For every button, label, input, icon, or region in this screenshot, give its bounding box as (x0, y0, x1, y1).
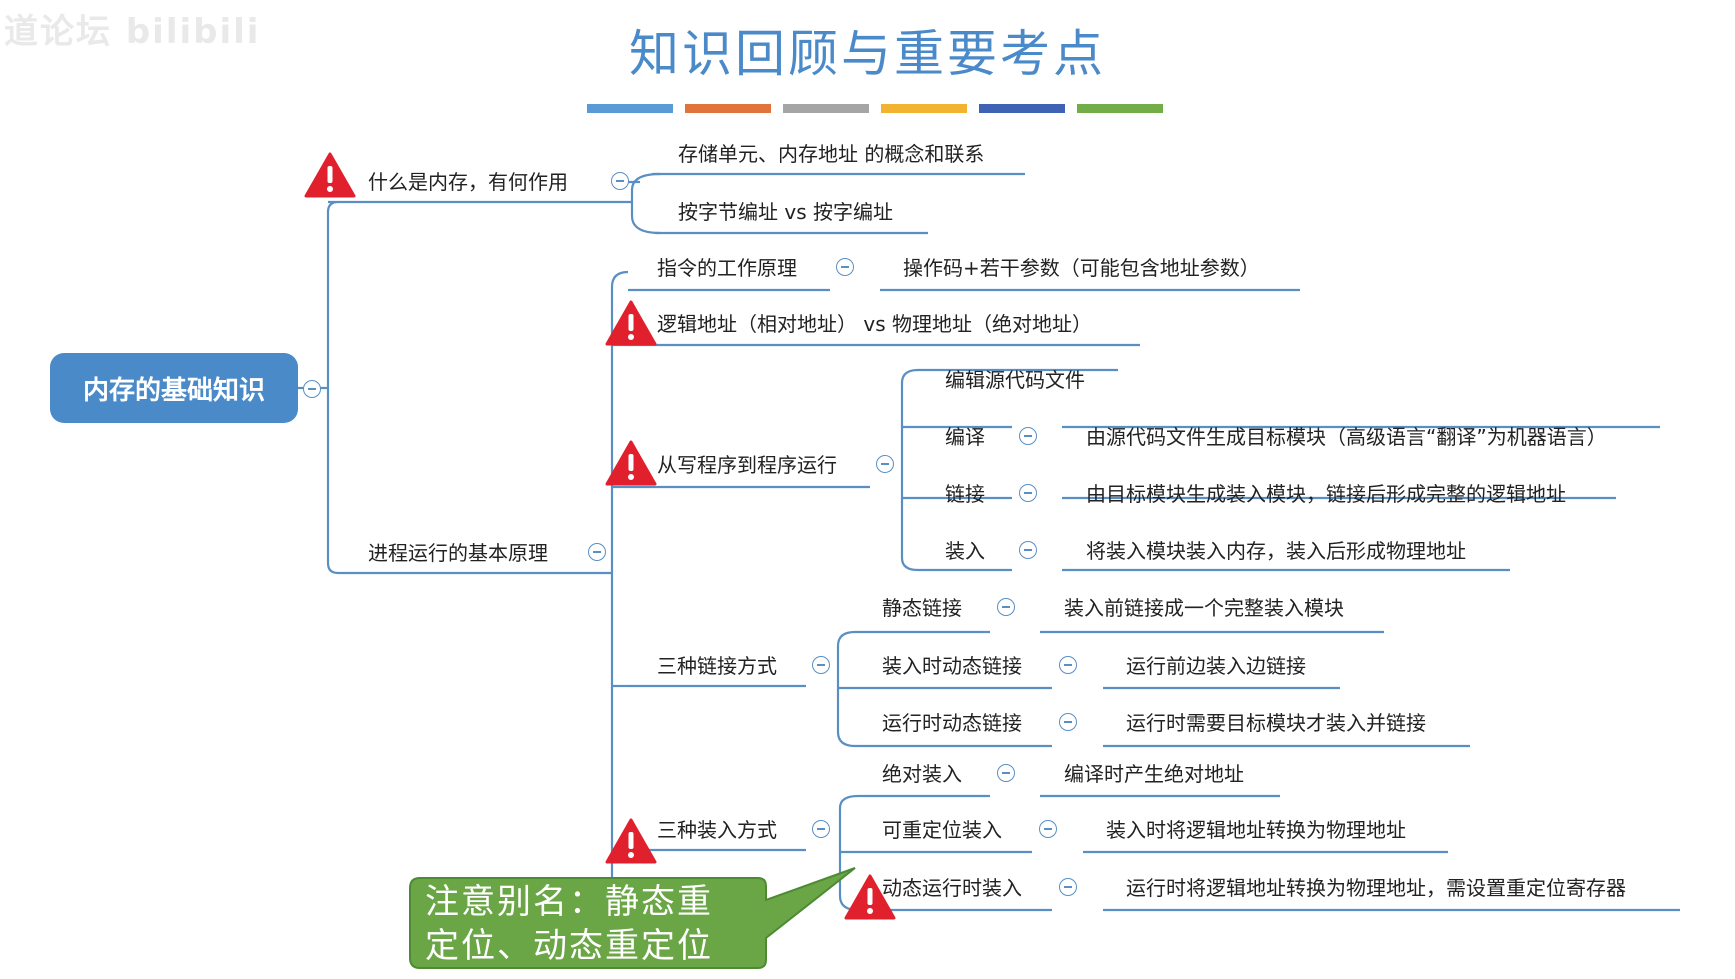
warning-icon (844, 874, 896, 920)
leaf-run-time-link-detail[interactable]: 运行时需要目标模块才装入并链接 (1126, 711, 1426, 735)
node-absolute-load[interactable]: 绝对装入 (882, 762, 962, 786)
leaf-byte-vs-word-addressing[interactable]: 按字节编址 vs 按字编址 (678, 200, 893, 224)
leaf-load-time-link-detail[interactable]: 运行前边装入边链接 (1126, 654, 1306, 678)
page-title: 知识回顾与重要考点 (629, 25, 1106, 83)
collapse-icon[interactable] (1019, 427, 1037, 445)
node-logical-vs-physical[interactable]: 逻辑地址（相对地址） vs 物理地址（绝对地址） (657, 312, 1092, 336)
collapse-icon[interactable] (812, 820, 830, 838)
branch-what-is-memory[interactable]: 什么是内存，有何作用 (368, 170, 568, 194)
node-program-to-run[interactable]: 从写程序到程序运行 (657, 453, 837, 477)
collapse-icon[interactable] (611, 172, 629, 190)
node-load[interactable]: 装入 (945, 539, 985, 563)
collapse-icon[interactable] (812, 656, 830, 674)
leaf-edit-source[interactable]: 编辑源代码文件 (945, 368, 1085, 392)
node-run-time-dynamic-link[interactable]: 运行时动态链接 (882, 711, 1022, 735)
node-dynamic-runtime-load[interactable]: 动态运行时装入 (882, 876, 1022, 900)
warning-icon (605, 440, 657, 486)
warning-icon (304, 152, 356, 198)
leaf-instruction-detail[interactable]: 操作码+若干参数（可能包含地址参数） (903, 256, 1260, 280)
collapse-icon[interactable] (1039, 820, 1057, 838)
collapse-icon[interactable] (997, 598, 1015, 616)
color-bar-2 (685, 104, 771, 113)
leaf-absolute-load-detail[interactable]: 编译时产生绝对地址 (1064, 762, 1244, 786)
collapse-icon[interactable] (303, 380, 321, 398)
leaf-compile-detail[interactable]: 由源代码文件生成目标模块（高级语言“翻译”为机器语言） (1086, 425, 1607, 449)
color-bar-5 (979, 104, 1065, 113)
callout-line-1: 注意别名：静态重 (425, 882, 713, 922)
node-relocatable-load[interactable]: 可重定位装入 (882, 818, 1002, 842)
leaf-static-link-detail[interactable]: 装入前链接成一个完整装入模块 (1064, 596, 1344, 620)
collapse-icon[interactable] (876, 455, 894, 473)
leaf-load-detail[interactable]: 将装入模块装入内存，装入后形成物理地址 (1086, 539, 1466, 563)
collapse-icon[interactable] (1019, 541, 1037, 559)
collapse-icon[interactable] (1059, 713, 1077, 731)
leaf-dynamic-runtime-load-detail[interactable]: 运行时将逻辑地址转换为物理地址，需设置重定位寄存器 (1126, 876, 1626, 900)
leaf-relocatable-load-detail[interactable]: 装入时将逻辑地址转换为物理地址 (1106, 818, 1406, 842)
collapse-icon[interactable] (836, 258, 854, 276)
collapse-icon[interactable] (588, 543, 606, 561)
collapse-icon[interactable] (1019, 484, 1037, 502)
warning-icon (605, 300, 657, 346)
node-instruction-principle[interactable]: 指令的工作原理 (657, 256, 797, 280)
branch-process-principles[interactable]: 进程运行的基本原理 (368, 541, 548, 565)
node-loading-methods[interactable]: 三种装入方式 (657, 818, 777, 842)
color-bar-1 (587, 104, 673, 113)
leaf-link-detail[interactable]: 由目标模块生成装入模块，链接后形成完整的逻辑地址 (1086, 482, 1566, 506)
collapse-icon[interactable] (997, 764, 1015, 782)
collapse-icon[interactable] (1059, 878, 1077, 896)
leaf-memory-unit-address[interactable]: 存储单元、内存地址 的概念和联系 (678, 142, 985, 166)
callout-text: 注意别名：静态重 定位、动态重定位 (425, 880, 765, 968)
node-link[interactable]: 链接 (945, 482, 985, 506)
color-bar-3 (783, 104, 869, 113)
callout-line-2: 定位、动态重定位 (425, 926, 713, 966)
root-node[interactable]: 内存的基础知识 (50, 353, 298, 423)
node-linking-methods[interactable]: 三种链接方式 (657, 654, 777, 678)
collapse-icon[interactable] (1059, 656, 1077, 674)
node-static-link[interactable]: 静态链接 (882, 596, 962, 620)
color-bar-4 (881, 104, 967, 113)
watermark: 道论坛 bilibili (4, 12, 261, 52)
color-bar-6 (1077, 104, 1163, 113)
node-load-time-dynamic-link[interactable]: 装入时动态链接 (882, 654, 1022, 678)
warning-icon (605, 818, 657, 864)
node-compile[interactable]: 编译 (945, 425, 985, 449)
